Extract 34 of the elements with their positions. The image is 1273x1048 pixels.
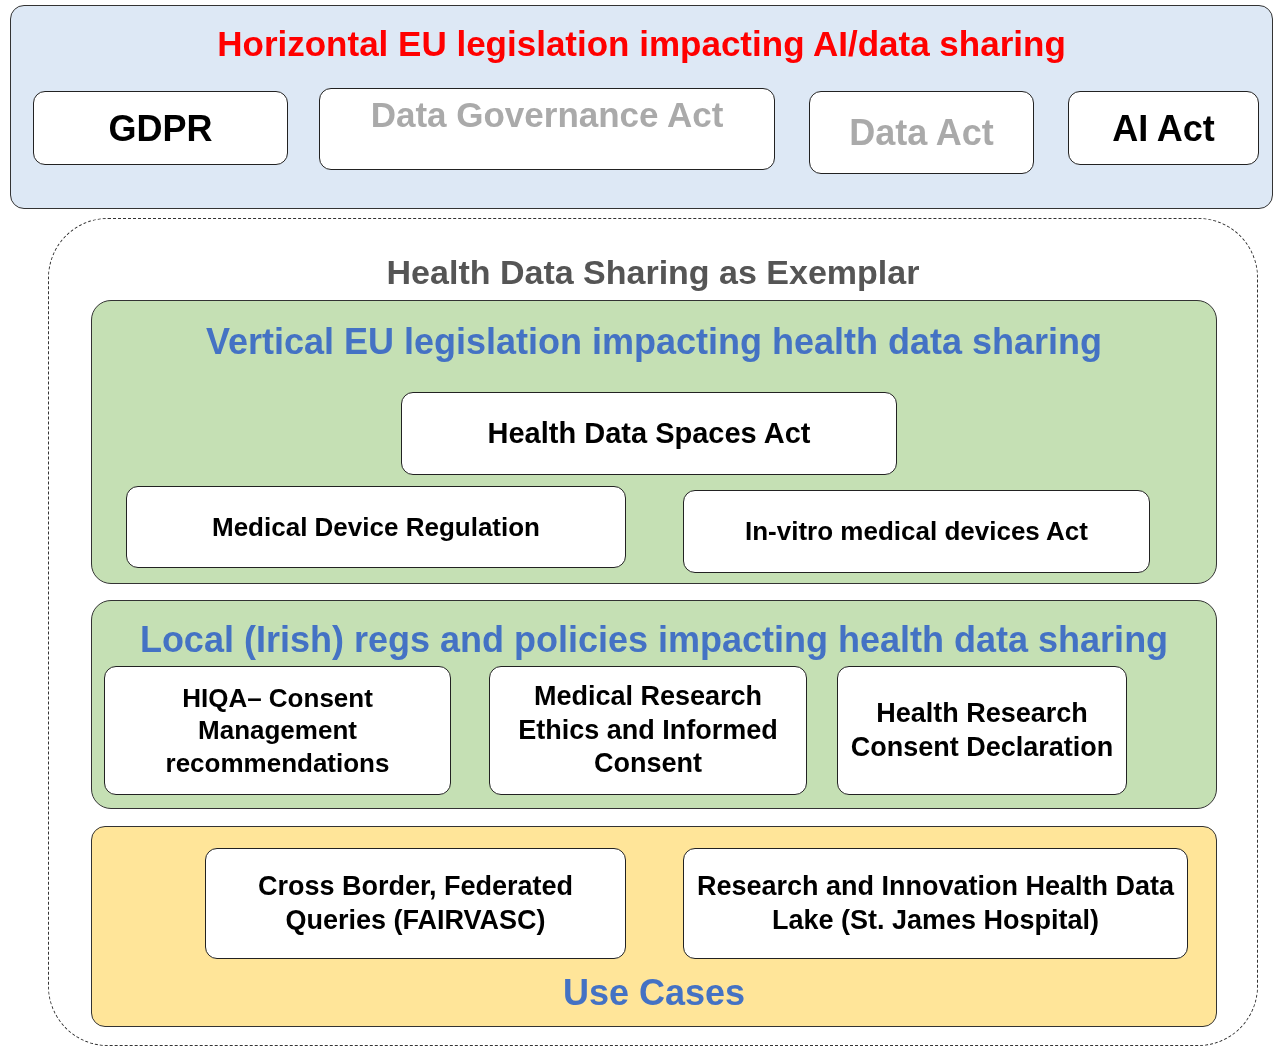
panel-title: Vertical EU legislation impacting health data sharing (204, 321, 1104, 363)
legislation-box (683, 848, 1188, 959)
box-label: Data Governance Act (370, 94, 724, 136)
group-panel (91, 826, 1217, 1027)
legislation-box (126, 486, 626, 568)
box-label: Health Data Spaces Act (487, 416, 811, 452)
legislation-box (205, 848, 626, 959)
box-label: Medical Device Regulation (212, 510, 540, 544)
group-panel (91, 300, 1217, 584)
box-label: Cross Border, Federated Queries (FAIRVASC) (256, 869, 575, 937)
group-panel (10, 5, 1273, 209)
box-label: Health Research Consent Declaration (849, 696, 1115, 764)
legislation-box (104, 666, 451, 795)
legislation-box (837, 666, 1127, 795)
legislation-box (33, 91, 288, 165)
group-panel (48, 218, 1258, 1046)
box-label: Medical Research Ethics and Informed Consent (517, 679, 779, 781)
legislation-box (401, 392, 897, 475)
legislation-box (1068, 91, 1259, 165)
box-label: GDPR (108, 106, 213, 151)
box-label: Data Act (849, 111, 994, 155)
box-label: In-vitro medical devices Act (745, 515, 1088, 548)
legislation-box (319, 88, 775, 170)
box-label: Research and Innovation Health Data Lake (St. James Hospital) (695, 869, 1176, 937)
panel-title: Horizontal EU legislation impacting AI/data sharing (216, 24, 1067, 64)
legislation-box (683, 490, 1150, 573)
box-label: AI Act (1112, 106, 1215, 151)
box-label: HIQA– Consent Management recommendations (164, 681, 391, 780)
group-panel (91, 600, 1217, 809)
panel-title: Health Data Sharing as Exemplar (385, 253, 921, 292)
legislation-box (809, 91, 1034, 174)
panel-title: Use Cases (561, 972, 747, 1014)
panel-title: Local (Irish) regs and policies impacting health data sharing (138, 619, 1170, 661)
legislation-box (489, 666, 807, 795)
